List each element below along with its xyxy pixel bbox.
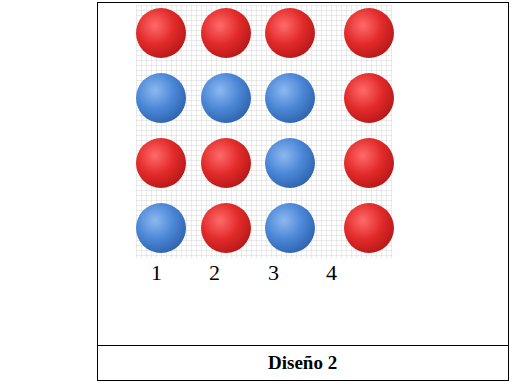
- design-caption: Diseño 2: [268, 352, 337, 374]
- table-border: [98, 3, 509, 381]
- column-number: 2: [209, 262, 220, 284]
- column-number: 3: [268, 262, 279, 284]
- circle-grid: [136, 8, 394, 253]
- column-number: 4: [326, 262, 337, 284]
- column-number: 1: [151, 262, 162, 284]
- table-divider: [98, 345, 509, 346]
